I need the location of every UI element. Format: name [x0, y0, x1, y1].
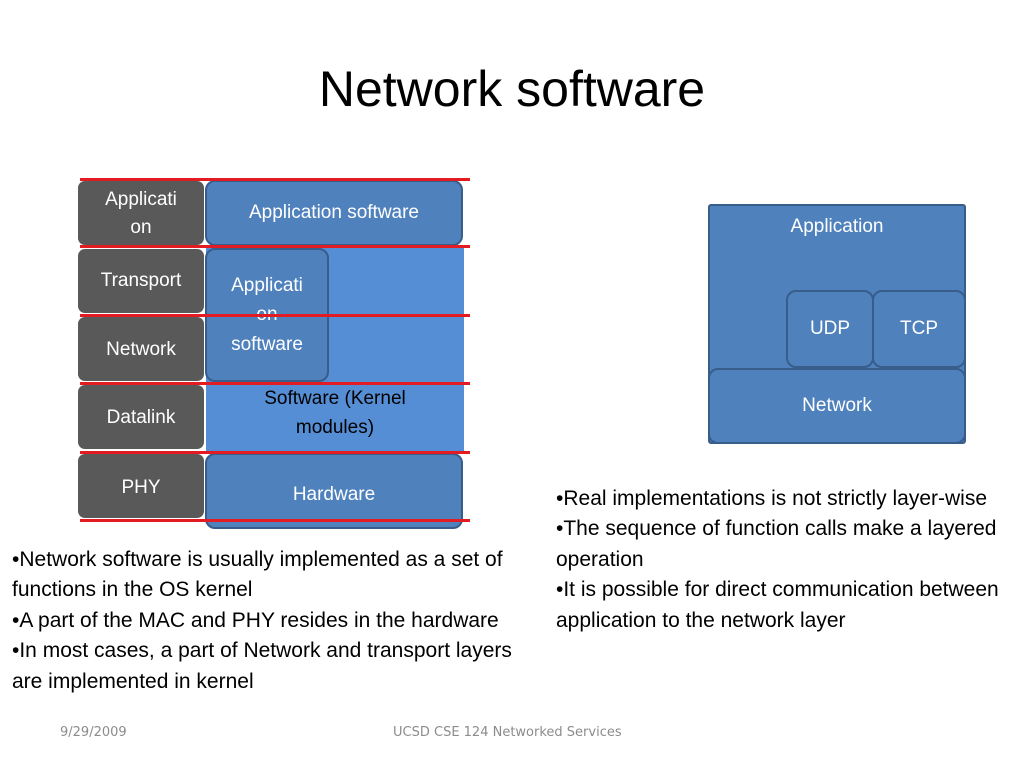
layer-datalink: Datalink [78, 385, 204, 449]
layer-phy: PHY [78, 454, 204, 518]
divider-line [80, 314, 470, 317]
slide-title: Network software [318, 61, 706, 117]
left-bullet-list: •Network software is usually implemented… [12, 545, 532, 697]
bullet-item: •Network software is usually implemented… [12, 548, 503, 602]
right-stack-diagram: Application UDP TCP Network [708, 204, 966, 444]
hardware-box: Hardware [205, 453, 463, 529]
udp-box: UDP [786, 290, 874, 368]
bullet-item: •It is possible for direct communication… [556, 578, 999, 632]
divider-line [80, 451, 470, 454]
footer-date: 9/29/2009 [60, 725, 127, 740]
bullet-item: •The sequence of function calls make a l… [556, 517, 997, 571]
layer-application: Applicati on [78, 181, 204, 245]
divider-line [80, 519, 470, 522]
divider-line [80, 178, 470, 181]
kernel-software-label: Software (Kernel modules) [264, 388, 406, 439]
right-network-box: Network [708, 368, 966, 444]
layer-network: Network [78, 317, 204, 381]
application-software-box: Application software [205, 180, 463, 246]
bullet-item: •In most cases, a part of Network and tr… [12, 639, 512, 693]
bullet-item: •Real implementations is not strictly la… [556, 487, 987, 510]
layer-transport: Transport [78, 249, 204, 313]
right-bullet-list: •Real implementations is not strictly la… [556, 484, 1018, 636]
right-application-label: Application [790, 215, 884, 237]
divider-line [80, 382, 470, 385]
tcp-box: TCP [872, 290, 966, 368]
footer-course: UCSD CSE 124 Networked Services [393, 725, 622, 740]
divider-line [80, 245, 470, 248]
bullet-item: •A part of the MAC and PHY resides in th… [12, 608, 499, 632]
